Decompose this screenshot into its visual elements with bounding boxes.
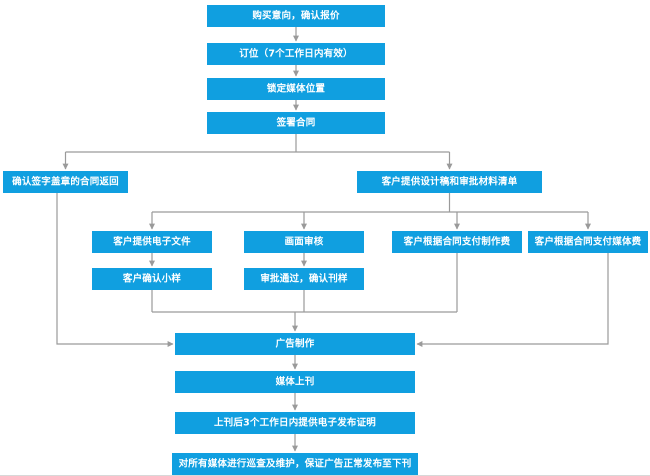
- node-client-provides-design-and-approval-list[interactable]: 客户提供设计稿和审批材料清单: [357, 171, 542, 193]
- node-inspection-and-maintenance[interactable]: 对所有媒体进行巡查及维护，保证广告正常发布至下刊: [172, 453, 418, 475]
- node-label: 客户确认小样: [122, 273, 182, 285]
- node-label: 订位（7个工作日内有效）: [239, 48, 353, 60]
- edge-n5-n13: [56, 193, 174, 347]
- node-label: 客户提供设计稿和审批材料清单: [381, 176, 518, 188]
- node-approval-passed-confirm-proof[interactable]: 审批通过，确认刊样: [244, 268, 364, 290]
- node-ad-production[interactable]: 广告制作: [175, 333, 415, 355]
- node-label: 签署合同: [276, 117, 316, 129]
- node-label: 媒体上刊: [275, 376, 315, 388]
- node-client-pays-production-fee[interactable]: 客户根据合同支付制作费: [392, 231, 522, 253]
- node-label: 对所有媒体进行巡查及维护，保证广告正常发布至下刊: [178, 458, 412, 470]
- node-label: 上刊后3个工作日内提供电子发布证明: [213, 417, 376, 429]
- node-client-provides-electronic-files[interactable]: 客户提供电子文件: [92, 231, 212, 253]
- node-provide-electronic-proof-within-3-days[interactable]: 上刊后3个工作日内提供电子发布证明: [175, 412, 415, 434]
- node-lock-media-position[interactable]: 锁定媒体位置: [207, 78, 385, 100]
- node-label: 审批通过，确认刊样: [260, 273, 348, 285]
- node-client-confirms-proof[interactable]: 客户确认小样: [92, 268, 212, 290]
- node-label: 购买意向，确认报价: [252, 10, 340, 22]
- node-label: 锁定媒体位置: [266, 83, 326, 95]
- edge-n10-n13: [416, 253, 609, 347]
- node-media-publication[interactable]: 媒体上刊: [175, 371, 415, 393]
- node-purchase-intent[interactable]: 购买意向，确认报价: [207, 5, 385, 27]
- node-label: 确认签字盖章的合同返回: [12, 176, 119, 188]
- node-artwork-review[interactable]: 画面审核: [244, 231, 364, 253]
- node-client-pays-media-fee[interactable]: 客户根据合同支付媒体费: [528, 231, 648, 253]
- node-label: 客户根据合同支付制作费: [403, 236, 511, 248]
- node-return-signed-contract[interactable]: 确认签字盖章的合同返回: [3, 171, 128, 193]
- node-label: 画面审核: [284, 236, 324, 248]
- node-booking[interactable]: 订位（7个工作日内有效）: [207, 43, 385, 65]
- node-sign-contract[interactable]: 签署合同: [207, 112, 385, 134]
- node-label: 广告制作: [275, 338, 315, 350]
- node-label: 客户根据合同支付媒体费: [534, 236, 642, 248]
- node-label: 客户提供电子文件: [113, 236, 191, 248]
